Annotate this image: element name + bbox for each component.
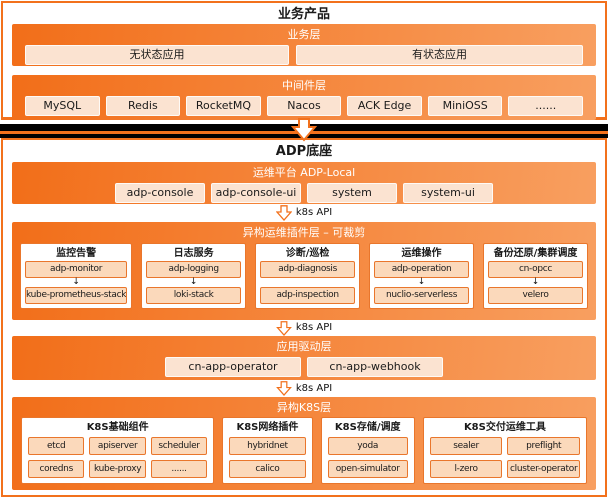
nuclio-serverless-box: nuclio-serverless <box>374 287 470 304</box>
card-diagnosis: 诊断/巡检 adp-diagnosis adp-inspection <box>255 243 361 309</box>
adp-inspection-box: adp-inspection <box>260 287 356 304</box>
k8s-api-label: k8s API <box>295 322 333 333</box>
scheduler-box: scheduler <box>150 437 208 455</box>
k8s-layer-band: 异构K8S层 K8S基础组件 etcd apiserver scheduler … <box>12 397 596 490</box>
plugin-cards-row: 监控告警 adp-monitor kube-prometheus-stack 日… <box>12 240 596 309</box>
plugin-layer-band: 异构运维插件层 – 可裁剪 监控告警 adp-monitor kube-prom… <box>12 222 596 320</box>
down-arrow-icon <box>374 278 469 287</box>
k8s-api-label: k8s API <box>295 382 333 394</box>
open-simulator-box: open-simulator <box>327 460 408 478</box>
business-layer-row: 无状态应用 有状态应用 <box>12 42 596 65</box>
stateful-app-box: 有状态应用 <box>296 45 583 65</box>
app-driver-band: 应用驱动层 cn-app-operator cn-app-webhook <box>12 336 596 380</box>
business-product-title: 业务产品 <box>277 7 330 22</box>
card-title: K8S存储/调度 <box>334 422 401 433</box>
ops-platform-row: adp-console adp-console-ui system system… <box>12 180 596 203</box>
middleware-box-ellipsis: ...... <box>508 96 584 116</box>
down-arrow-icon <box>275 205 292 221</box>
velero-box: velero <box>488 287 583 304</box>
business-product-container: 业务产品 业务层 无状态应用 有状态应用 中间件层 MySQL Redis Ro… <box>1 1 607 120</box>
calico-box: calico <box>229 460 306 478</box>
adp-base-container: ADP底座 运维平台 ADP-Local adp-console adp-con… <box>1 138 607 497</box>
app-driver-label: 应用驱动层 <box>276 340 332 353</box>
card-title: 运维操作 <box>401 248 442 259</box>
adp-diagnosis-box: adp-diagnosis <box>260 261 356 278</box>
down-arrow-icon <box>146 278 241 287</box>
ops-platform-label: 运维平台 ADP-Local <box>252 166 356 179</box>
down-arrow-icon <box>290 118 318 142</box>
etcd-box: etcd <box>28 437 85 455</box>
sealer-box: sealer <box>429 437 503 455</box>
spacer <box>260 278 355 287</box>
k8s-api-label: k8s API <box>295 207 333 218</box>
middleware-box-mysql: MySQL <box>25 96 100 116</box>
middleware-layer-row: MySQL Redis RocketMQ Nacos ACK Edge Mini… <box>12 93 596 116</box>
business-layer-label: 业务层 <box>287 28 321 41</box>
middleware-layer-label: 中间件层 <box>282 79 326 92</box>
loki-stack-box: loki-stack <box>146 287 242 304</box>
adp-console-ui-box: adp-console-ui <box>211 183 301 203</box>
middleware-box-minioss: MiniOSS <box>427 96 503 116</box>
card-title: 监控告警 <box>56 248 97 259</box>
card-logging: 日志服务 adp-logging loki-stack <box>141 243 247 309</box>
stateless-app-box: 无状态应用 <box>25 45 290 65</box>
k8s-core-grid: etcd apiserver scheduler coredns kube-pr… <box>28 437 208 478</box>
cn-opcc-box: cn-opcc <box>488 261 583 278</box>
adp-operation-box: adp-operation <box>374 261 470 278</box>
l-zero-box: l-zero <box>429 460 503 478</box>
card-monitoring: 监控告警 adp-monitor kube-prometheus-stack <box>20 243 133 309</box>
business-layer-band: 业务层 无状态应用 有状态应用 <box>12 24 596 66</box>
k8s-delivery-grid: sealer preflight l-zero cluster-operator <box>429 437 580 478</box>
card-backup-scheduling: 备份还原/集群调度 cn-opcc velero <box>483 243 588 309</box>
app-driver-row: cn-app-operator cn-app-webhook <box>12 354 596 377</box>
card-title: 备份还原/集群调度 <box>493 248 578 259</box>
card-k8s-core: K8S基础组件 etcd apiserver scheduler coredns… <box>21 417 215 484</box>
k8s-network-grid: hybridnet calico <box>229 437 306 478</box>
coredns-box: coredns <box>28 460 85 478</box>
cn-app-operator-box: cn-app-operator <box>165 357 301 377</box>
card-title: 诊断/巡检 <box>285 248 330 259</box>
middleware-box-nacos: Nacos <box>266 96 342 116</box>
k8s-storage-grid: yoda open-simulator <box>327 437 408 478</box>
card-k8s-storage: K8S存储/调度 yoda open-simulator <box>320 417 415 484</box>
card-k8s-delivery-tools: K8S交付运维工具 sealer preflight l-zero cluste… <box>422 417 587 484</box>
adp-logging-box: adp-logging <box>146 261 242 278</box>
hybridnet-box: hybridnet <box>229 437 306 455</box>
card-title: K8S网络插件 <box>236 422 299 433</box>
yoda-box: yoda <box>327 437 408 455</box>
cn-app-webhook-box: cn-app-webhook <box>307 357 443 377</box>
card-title: 日志服务 <box>173 248 214 259</box>
adp-base-title: ADP底座 <box>275 144 333 159</box>
card-k8s-network: K8S网络插件 hybridnet calico <box>222 417 313 484</box>
adp-console-box: adp-console <box>115 183 205 203</box>
down-arrow-icon <box>275 320 292 336</box>
down-arrow-icon <box>488 278 583 287</box>
plugin-layer-label: 异构运维插件层 – 可裁剪 <box>242 226 366 239</box>
ops-platform-band: 运维平台 ADP-Local adp-console adp-console-u… <box>12 162 596 204</box>
system-box: system <box>307 183 397 203</box>
middleware-box-rocketmq: RocketMQ <box>186 96 261 116</box>
middleware-box-redis: Redis <box>105 96 181 116</box>
ellipsis-box: ...... <box>150 460 208 478</box>
cluster-operator-box: cluster-operator <box>507 460 580 478</box>
card-title: K8S基础组件 <box>86 422 149 433</box>
middleware-box-ackedge: ACK Edge <box>347 96 422 116</box>
apiserver-box: apiserver <box>89 437 146 455</box>
middleware-layer-band: 中间件层 MySQL Redis RocketMQ Nacos ACK Edge… <box>12 75 596 120</box>
k8s-api-connector: k8s API <box>3 204 605 222</box>
card-operation: 运维操作 adp-operation nuclio-serverless <box>369 243 475 309</box>
down-arrow-icon <box>275 381 292 396</box>
card-title: K8S交付运维工具 <box>463 422 546 433</box>
kube-prometheus-stack-box: kube-prometheus-stack <box>25 287 128 304</box>
k8s-cards-row: K8S基础组件 etcd apiserver scheduler coredns… <box>12 415 596 484</box>
k8s-layer-label: 异构K8S层 <box>276 401 332 414</box>
down-arrow-icon <box>25 278 127 287</box>
preflight-box: preflight <box>507 437 580 455</box>
k8s-api-connector: k8s API <box>3 380 605 397</box>
kube-proxy-box: kube-proxy <box>89 460 146 478</box>
k8s-api-connector: k8s API <box>3 320 605 336</box>
adp-monitor-box: adp-monitor <box>25 261 128 278</box>
system-ui-box: system-ui <box>403 183 493 203</box>
